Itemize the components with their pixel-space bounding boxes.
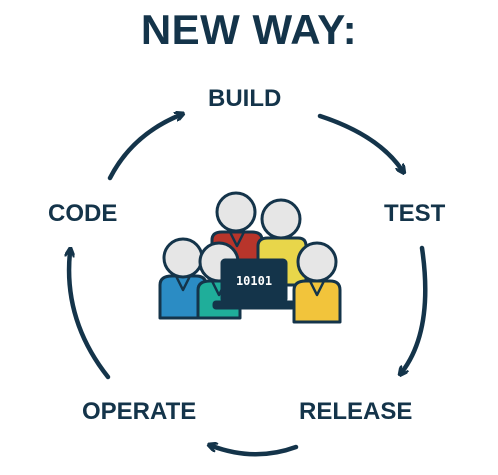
stage-code-label: CODE: [48, 200, 118, 227]
arrow-operate-to-code: [69, 252, 111, 380]
laptop-icon: 10101: [212, 258, 296, 310]
laptop-screen-text: 10101: [236, 274, 272, 288]
person-blue-icon: [158, 237, 208, 320]
stage-test-label: TEST: [384, 200, 446, 227]
arrow-code-to-build: [107, 115, 180, 181]
arrow-release-to-operate: [212, 446, 299, 457]
page-title: NEW WAY:: [140, 6, 358, 53]
stage-build-label: BUILD: [208, 85, 282, 112]
arrow-build-to-test: [317, 113, 402, 170]
stage-release-label: RELEASE: [299, 398, 413, 425]
person-yellow-icon: [292, 241, 342, 324]
stage-operate-label: OPERATE: [82, 398, 197, 425]
team-icon: 10101: [158, 191, 342, 324]
arrow-test-to-release: [402, 245, 428, 372]
